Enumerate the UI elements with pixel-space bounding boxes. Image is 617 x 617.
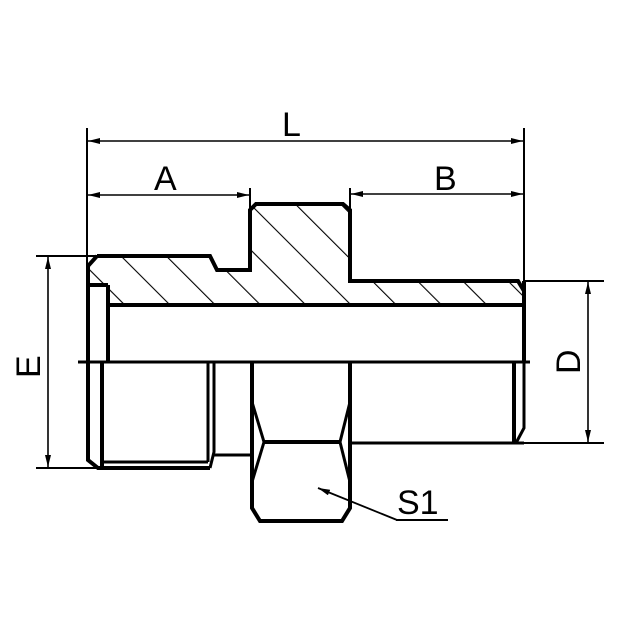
dimension-L: L <box>86 106 525 290</box>
right-thread-chamfer <box>514 362 526 444</box>
dimension-B: B <box>349 160 523 210</box>
outside-view-lower <box>98 362 526 523</box>
outer-profile <box>97 202 526 305</box>
leader-line-S1 <box>317 487 398 521</box>
label-S1: S1 <box>397 484 439 522</box>
label-D: D <box>550 349 588 374</box>
label-B: B <box>434 160 457 198</box>
dimension-D: D <box>524 280 604 444</box>
dimension-A: A <box>88 160 251 268</box>
dimension-E: E <box>10 255 100 469</box>
label-L: L <box>282 106 301 144</box>
left-thread-undercut <box>208 362 216 469</box>
hex-right-facet <box>338 401 352 483</box>
hex-left-facet <box>250 401 266 483</box>
label-E: E <box>10 355 48 378</box>
dimension-S1: S1 <box>317 484 448 522</box>
label-A: A <box>154 160 177 198</box>
hex-outline <box>250 362 352 523</box>
section-view-upper <box>86 202 526 470</box>
